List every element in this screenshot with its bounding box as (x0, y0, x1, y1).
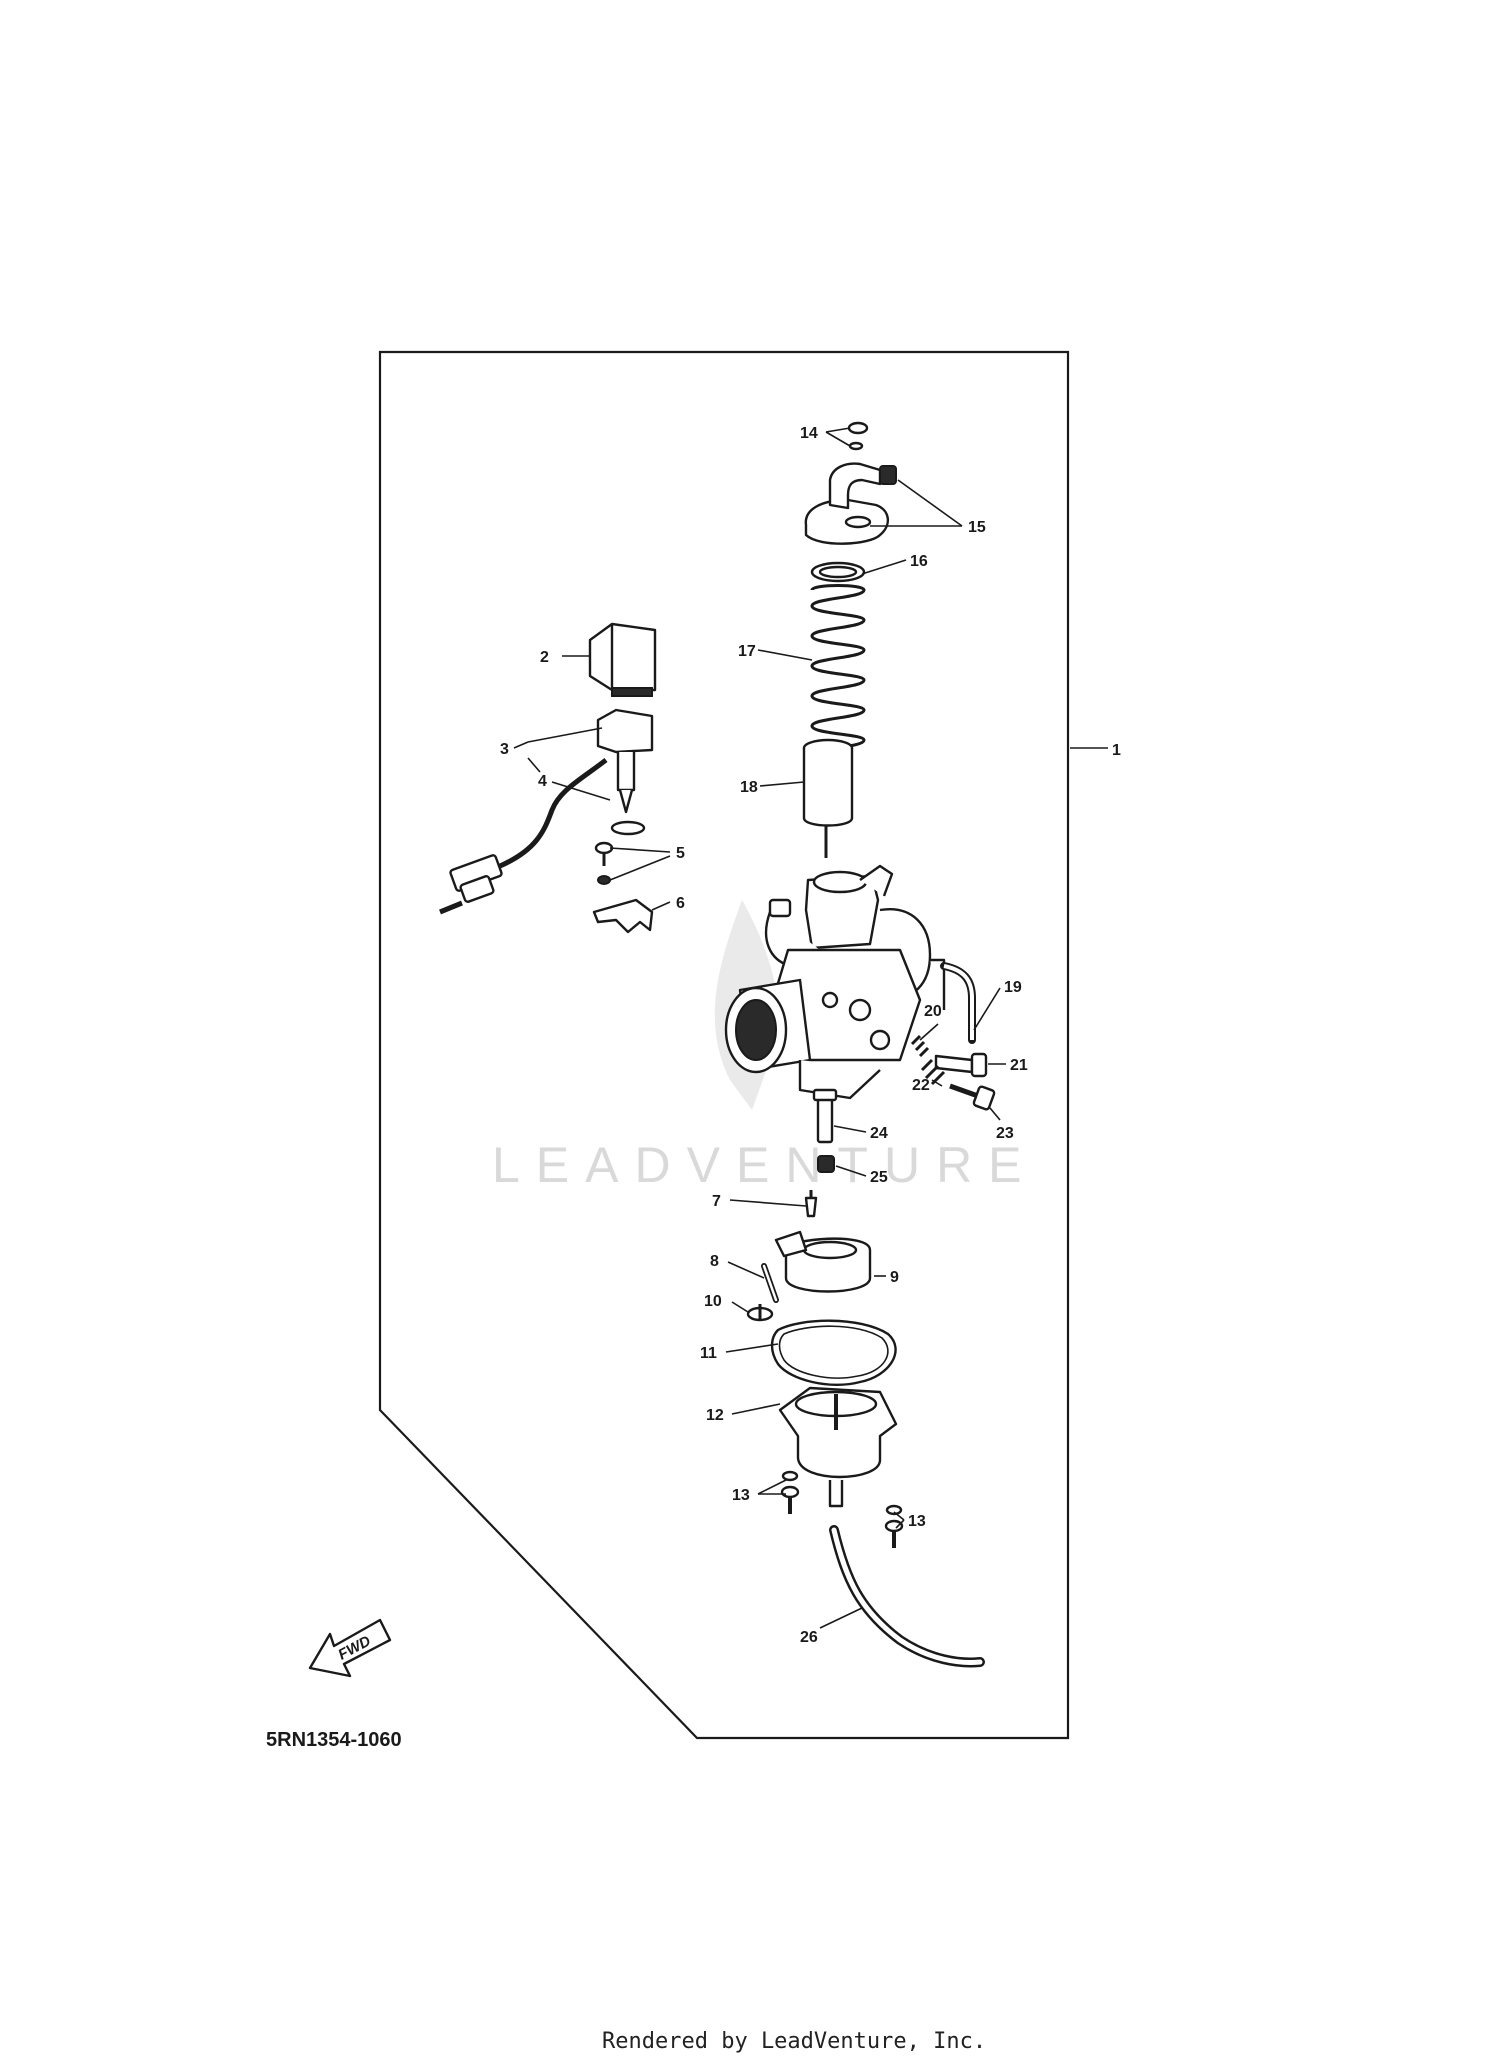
callout-18: 18 (740, 779, 758, 796)
part-4-wire-harness[interactable] (439, 758, 646, 915)
callout-21: 21 (1010, 1057, 1028, 1074)
leader-lines (513, 427, 1108, 1629)
callout-25: 25 (870, 1169, 888, 1186)
callout-15: 15 (968, 519, 986, 536)
callout-11: 11 (700, 1345, 717, 1362)
callout-13-right: 13 (908, 1513, 926, 1530)
part-23-throttle-stop-screw[interactable] (949, 1083, 996, 1111)
part-15-top-cap[interactable] (804, 462, 897, 545)
callout-12: 12 (706, 1407, 724, 1424)
part-8-float-pin[interactable] (761, 1263, 779, 1303)
part-2-starter-cover[interactable] (588, 622, 657, 697)
callout-19: 19 (1004, 979, 1022, 996)
part-16-o-ring[interactable] (810, 561, 866, 583)
callout-6: 6 (676, 895, 685, 912)
callout-9: 9 (890, 1269, 899, 1286)
callout-8: 8 (710, 1253, 719, 1270)
callout-26: 26 (800, 1629, 818, 1646)
fwd-arrow-icon: FWD (308, 1618, 392, 1678)
part-13-screw-left[interactable] (780, 1470, 800, 1514)
part-17-spring[interactable] (810, 584, 866, 754)
part-25-main-jet[interactable] (817, 1155, 835, 1173)
callout-24: 24 (870, 1125, 888, 1142)
part-24-needle-jet[interactable] (812, 1088, 838, 1144)
part-7-needle-valve[interactable] (804, 1190, 818, 1218)
callout-10: 10 (704, 1293, 722, 1310)
callout-4: 4 (538, 773, 547, 790)
part-26-drain-hose[interactable] (829, 1525, 985, 1668)
part-10-screw[interactable] (746, 1304, 774, 1322)
callout-labels: 1 2 3 4 5 6 7 8 9 10 11 12 13 13 14 15 1… (500, 425, 1121, 1646)
part-20-spring[interactable] (910, 1034, 930, 1058)
diagram-code: 5RN1354-1060 (266, 1729, 402, 1751)
part-21-pilot-screw[interactable] (934, 1052, 988, 1078)
footer-credit: Rendered by LeadVenture, Inc. (602, 2029, 986, 2054)
watermark-text: LEADVENTURE (492, 1137, 1038, 1193)
callout-3: 3 (500, 741, 509, 758)
carburetor-body[interactable] (724, 864, 946, 1100)
part-3-auto-choke[interactable] (596, 708, 654, 814)
callout-5: 5 (676, 845, 685, 862)
part-14-screw[interactable] (847, 421, 869, 451)
part-11-gasket[interactable] (770, 1319, 897, 1386)
part-19-vent-hose[interactable] (940, 962, 976, 1044)
part-13-screw-right[interactable] (884, 1504, 904, 1548)
assembly-frame (378, 350, 1070, 1740)
callout-13-left: 13 (732, 1487, 750, 1504)
part-9-float[interactable] (774, 1230, 872, 1293)
callout-20: 20 (924, 1003, 942, 1020)
callout-23: 23 (996, 1125, 1014, 1142)
callout-1: 1 (1112, 742, 1121, 759)
callout-16: 16 (910, 553, 928, 570)
part-5-screw-washer[interactable] (594, 841, 614, 885)
callout-17: 17 (738, 643, 756, 660)
part-12-float-bowl[interactable] (778, 1386, 898, 1508)
callout-22: 22 (912, 1077, 930, 1094)
callout-7: 7 (712, 1193, 721, 1210)
part-18-piston-valve[interactable] (802, 738, 854, 858)
callout-2: 2 (540, 649, 549, 666)
part-6-plate[interactable] (592, 898, 654, 934)
callout-14: 14 (800, 425, 818, 442)
